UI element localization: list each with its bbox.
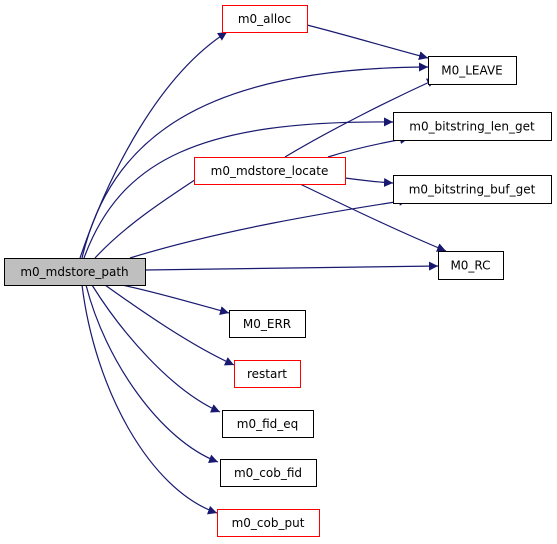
node-m0-fid-eq[interactable]: m0_fid_eq — [222, 410, 314, 438]
node-restart[interactable]: restart — [234, 360, 301, 388]
edge-m0_mdstore_path-to-m0_fid_eq — [91, 284, 221, 413]
edge-line — [284, 78, 437, 158]
node-label: m0_bitstring_buf_get — [409, 183, 536, 197]
node-label: m0_alloc — [238, 12, 291, 26]
node-box[interactable] — [393, 112, 552, 141]
edge-m0_mdstore_path-to-M0_ERR — [121, 284, 230, 315]
edge-m0_mdstore_locate-to-m0_bitstring_buf_get — [344, 177, 394, 187]
node-label: m0_mdstore_path — [20, 265, 128, 279]
edge-line — [121, 284, 230, 315]
edge-m0_alloc-to-M0_LEAVE — [306, 24, 429, 61]
edge-m0_mdstore_path-to-m0_alloc — [79, 31, 228, 259]
edge-m0_mdstore_path-to-m0_bitstring_buf_get — [129, 196, 409, 259]
edge-line — [104, 284, 235, 366]
edge-line — [129, 196, 409, 259]
node-box[interactable] — [229, 310, 306, 338]
node-label: m0_cob_put — [232, 516, 305, 530]
edge-line — [144, 261, 439, 271]
edge-m0_mdstore_path-to-m0_cob_put — [81, 284, 218, 515]
node-label: M0_RC — [450, 259, 490, 273]
node-m0-alloc[interactable]: m0_alloc — [222, 5, 308, 33]
edge-line — [85, 284, 219, 464]
edge-line — [344, 177, 394, 187]
node-label: m0_fid_eq — [237, 417, 299, 431]
node-box[interactable] — [234, 360, 301, 388]
node-box[interactable] — [393, 175, 552, 204]
node-m0-rc[interactable]: M0_RC — [438, 251, 504, 280]
node-label: M0_ERR — [243, 317, 291, 331]
node-m0-mdstore-locate[interactable]: m0_mdstore_locate — [194, 157, 346, 185]
edge-line — [83, 117, 394, 259]
node-label: M0_LEAVE — [441, 64, 503, 78]
node-m0-cob-fid[interactable]: m0_cob_fid — [220, 459, 317, 487]
node-box[interactable] — [222, 5, 308, 33]
node-label: m0_mdstore_locate — [211, 164, 329, 178]
edge-m0_mdstore_path-to-m0_cob_fid — [85, 284, 219, 464]
node-box[interactable] — [217, 509, 320, 537]
edge-line — [91, 284, 221, 413]
node-label: m0_cob_fid — [234, 466, 302, 480]
edge-line — [81, 62, 429, 259]
edge-m0_mdstore_path-to-restart — [104, 284, 235, 366]
edge-line — [79, 31, 228, 259]
node-m0-mdstore-path[interactable]: m0_mdstore_path — [4, 258, 146, 286]
node-label: m0_bitstring_len_get — [409, 120, 535, 134]
node-m0-leave[interactable]: M0_LEAVE — [428, 56, 517, 85]
node-box[interactable] — [220, 459, 317, 487]
edge-m0_mdstore_locate-to-M0_LEAVE — [284, 78, 437, 158]
edge-line — [81, 284, 218, 515]
edge-m0_mdstore_path-to-M0_RC — [144, 261, 439, 271]
edge-line — [306, 24, 429, 61]
node-m0-err[interactable]: M0_ERR — [229, 310, 306, 338]
node-m0-bitstring-len-get[interactable]: m0_bitstring_len_get — [393, 112, 552, 141]
edge-line — [299, 183, 447, 252]
node-m0-bitstring-buf-get[interactable]: m0_bitstring_buf_get — [393, 175, 552, 204]
node-box[interactable] — [222, 410, 314, 438]
node-box[interactable] — [428, 56, 517, 85]
edge-m0_mdstore_path-to-M0_LEAVE — [81, 62, 429, 259]
node-box[interactable] — [4, 258, 146, 286]
node-box[interactable] — [194, 157, 346, 185]
edge-m0_mdstore_path-to-m0_bitstring_len_get — [83, 117, 394, 259]
node-box[interactable] — [438, 251, 504, 280]
edge-m0_mdstore_locate-to-M0_RC — [299, 183, 447, 252]
node-label: restart — [247, 367, 287, 381]
node-m0-cob-put[interactable]: m0_cob_put — [217, 509, 320, 537]
